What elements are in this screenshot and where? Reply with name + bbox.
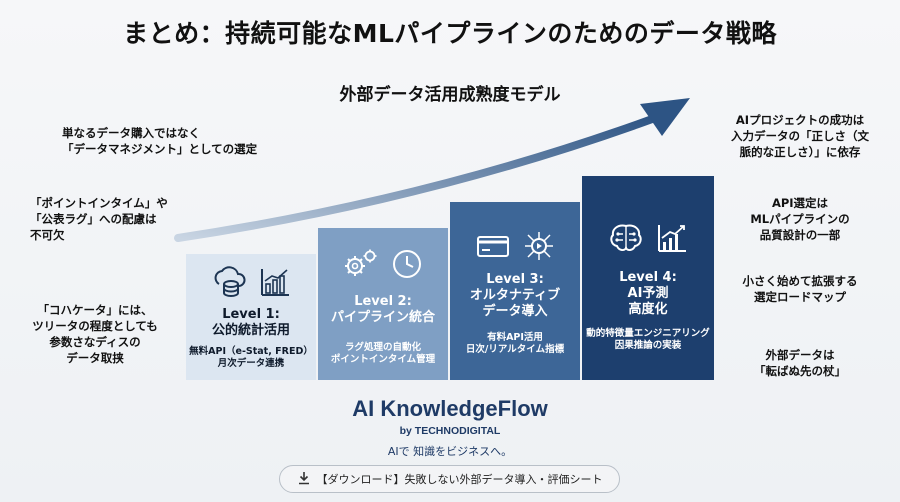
brand-tagline: AIで 知識をビジネスへ。 — [387, 445, 513, 458]
level-4-name: Level 4: AI予測 高度化 — [619, 270, 677, 317]
level-2-block: Level 2: パイプライン統合 ラグ処理の自動化 ポイントインタイム管理 — [318, 228, 448, 380]
level-3-block: Level 3: オルタナティブ データ導入 有料API活用 日次/リアルタイム… — [450, 202, 580, 380]
diagram-subtitle: 外部データ活用成熟度モデル — [339, 85, 561, 105]
level-2-name: Level 2: パイプライン統合 — [330, 294, 435, 325]
level-1-desc: 無料API（e-Stat, FRED） 月次データ連携 — [189, 346, 313, 369]
page-title: まとめ：持続可能なMLパイプラインのためのデータ戦略 — [123, 19, 777, 48]
note-right-1: AIプロジェクトの成功は 入力データの「正しさ（文 脈的な正しさ）」に依存 — [731, 113, 869, 159]
level-2-desc: ラグ処理の自動化 ポイントインタイム管理 — [330, 342, 436, 365]
growth-chart-icon — [656, 222, 688, 254]
download-icon — [297, 471, 311, 488]
level-4-desc: 動的特徴量エンジニアリング 因果推論の実装 — [586, 328, 710, 351]
note-left-1: 単なるデータ購入ではなく 「データマネジメント」としての選定 — [62, 126, 258, 156]
download-label: 【ダウンロード】失敗しない外部データ導入・評価シート — [316, 473, 603, 486]
note-right-3: 小さく始めて拡張する 選定ロードマップ — [742, 274, 858, 304]
level-3-name: Level 3: オルタナティブ データ導入 — [469, 272, 561, 319]
note-left-3: 「コハケータ」には、 ツリータの程度としても 参数さなディスの データ取挟 — [32, 303, 158, 365]
clock-icon — [391, 248, 423, 280]
level-4-block: Level 4: AI予測 高度化 動的特徴量エンジニアリング 因果推論の実装 — [582, 176, 714, 380]
network-play-icon — [523, 230, 555, 262]
level-1-name: Level 1: 公的統計活用 — [211, 307, 290, 338]
bar-chart-icon — [259, 266, 291, 298]
note-left-2: 「ポイントインタイム」や 「公表ラグ」への配慮は 不可欠 — [30, 196, 168, 242]
level-3-desc: 有料API活用 日次/リアルタイム指標 — [465, 332, 565, 355]
brand-logo: AI KnowledgeFlow — [352, 396, 548, 421]
gears-icon — [343, 248, 379, 280]
level-1-block: Level 1: 公的統計活用 無料API（e-Stat, FRED） 月次デー… — [186, 254, 316, 380]
download-sheet-button[interactable]: 【ダウンロード】失敗しない外部データ導入・評価シート — [279, 465, 620, 493]
brain-icon — [608, 222, 644, 254]
cloud-database-icon — [211, 266, 247, 298]
credit-card-icon — [475, 230, 511, 262]
brand-byline: by TECHNODIGITAL — [399, 425, 501, 437]
note-right-4: 外部データは 「転ばぬ先の杖」 — [754, 348, 846, 378]
note-right-2: API選定は MLパイプラインの 品質設計の一部 — [750, 196, 850, 242]
